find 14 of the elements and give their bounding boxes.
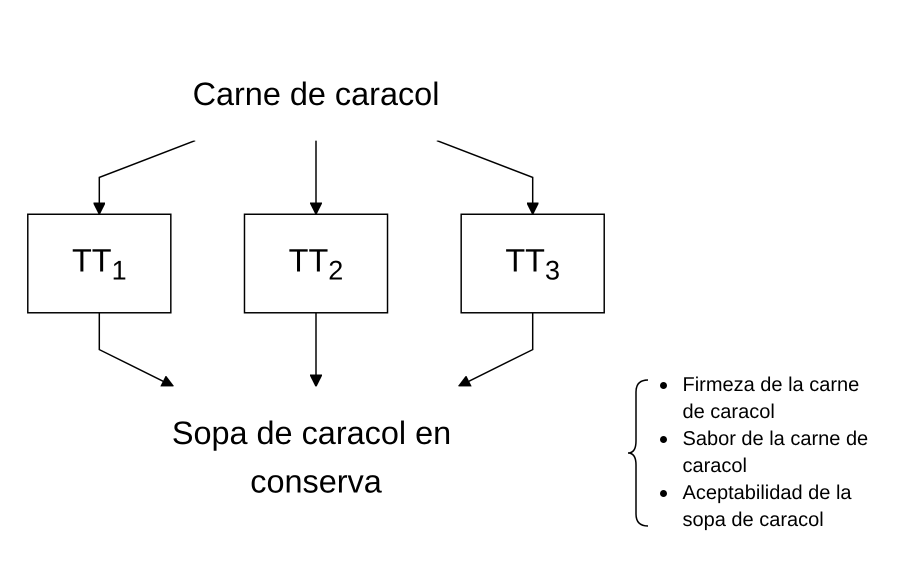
arrow (92, 140, 195, 215)
criterion-text: Sabor de la carne de caracol (682, 426, 870, 478)
arrow (98, 312, 174, 387)
arrow (309, 312, 322, 387)
criterion-text: Aceptabilidad de la sopa de caracol (682, 480, 853, 532)
node-box: TT$_{2}$ (243, 213, 388, 314)
arrow (309, 140, 322, 215)
node-text: Sopa de caracol en conserva (171, 414, 451, 500)
arrow (457, 312, 533, 387)
node-text: Carne de caracol (192, 75, 439, 112)
node-box: TT$_{3}$ (460, 213, 604, 314)
node-box: TT$_{1}$ (26, 213, 172, 314)
criterion-text: Firmeza de la carne de caracol (682, 372, 860, 424)
arrow (436, 140, 539, 215)
